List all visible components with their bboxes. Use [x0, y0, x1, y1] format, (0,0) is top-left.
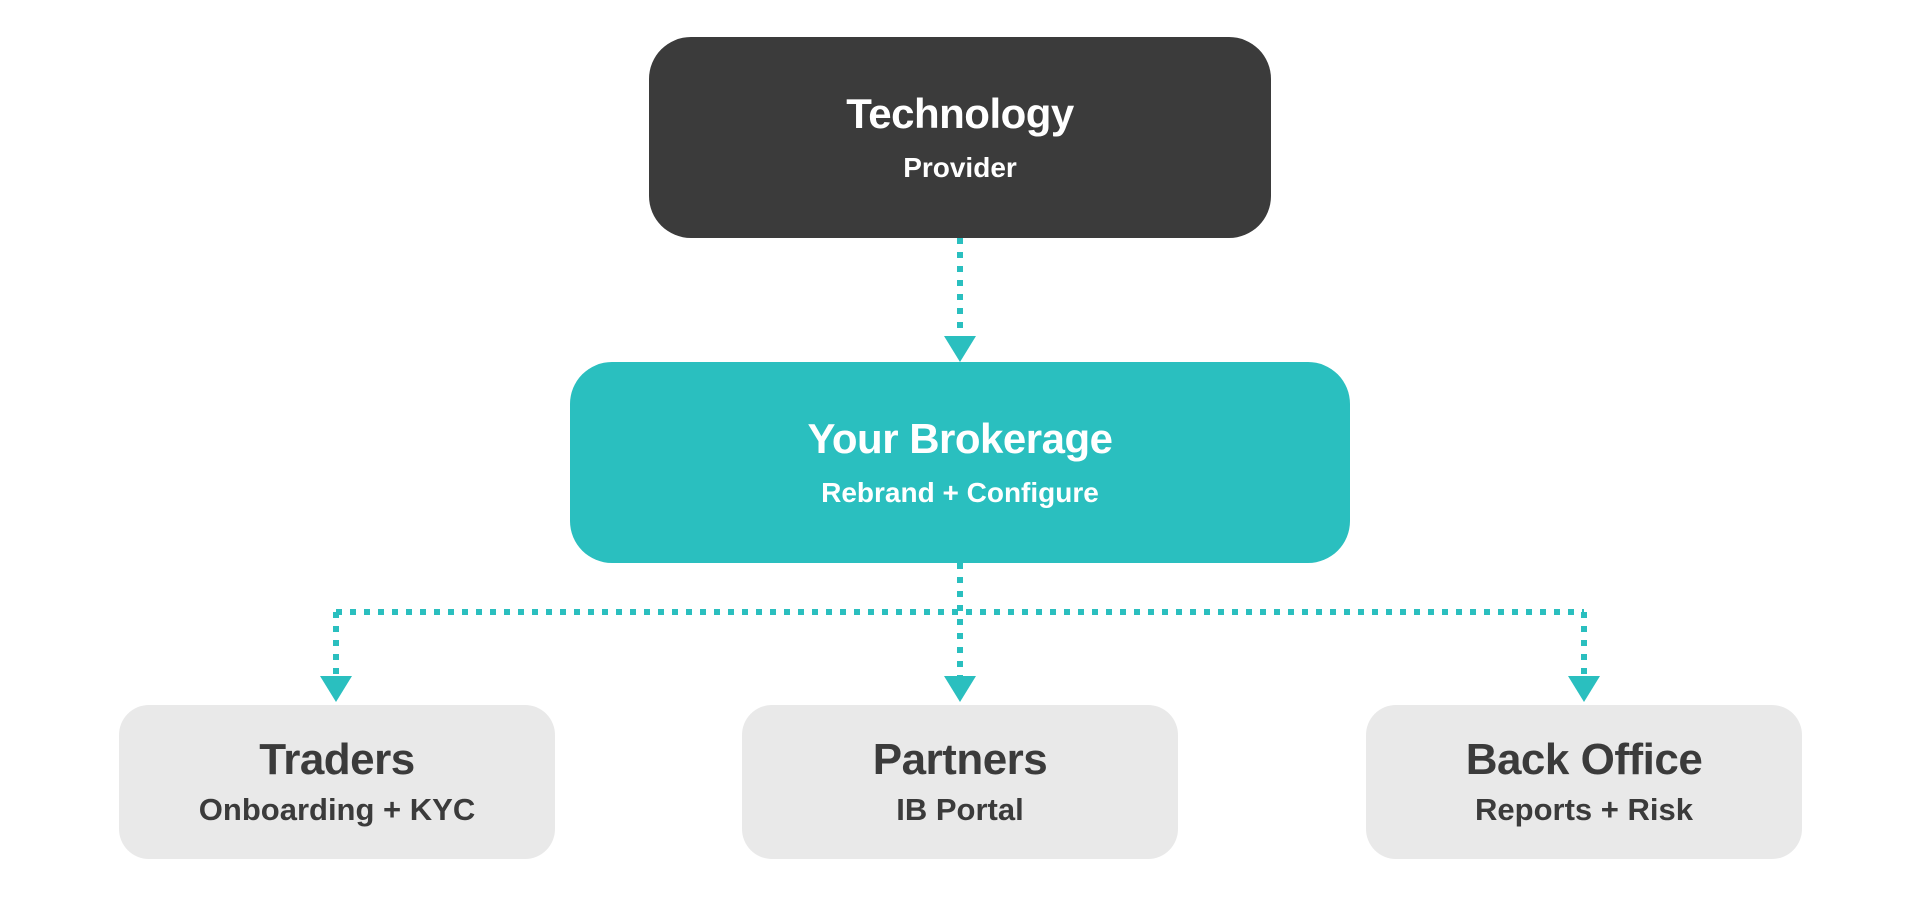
- node-back-office: Back Office Reports + Risk: [1366, 705, 1802, 859]
- node-title: Partners: [872, 734, 1048, 784]
- node-your-brokerage: Your Brokerage Rebrand + Configure: [570, 362, 1350, 563]
- node-subtitle: Provider: [903, 152, 1017, 183]
- arrow-down-icon: [944, 676, 976, 702]
- node-partners: Partners IB Portal: [742, 705, 1178, 859]
- node-title: Traders: [259, 734, 415, 784]
- arrow-down-icon: [944, 336, 976, 362]
- arrow-down-icon: [1568, 676, 1600, 702]
- node-subtitle: Reports + Risk: [1475, 792, 1693, 828]
- node-title: Your Brokerage: [807, 414, 1114, 462]
- node-traders: Traders Onboarding + KYC: [119, 705, 555, 859]
- node-subtitle: Onboarding + KYC: [198, 792, 476, 828]
- node-title: Back Office: [1465, 734, 1703, 784]
- arrow-down-icon: [320, 676, 352, 702]
- node-subtitle: IB Portal: [896, 792, 1024, 828]
- node-subtitle: Rebrand + Configure: [821, 477, 1099, 508]
- node-title: Technology: [846, 89, 1074, 137]
- node-technology-provider: Technology Provider: [649, 37, 1271, 238]
